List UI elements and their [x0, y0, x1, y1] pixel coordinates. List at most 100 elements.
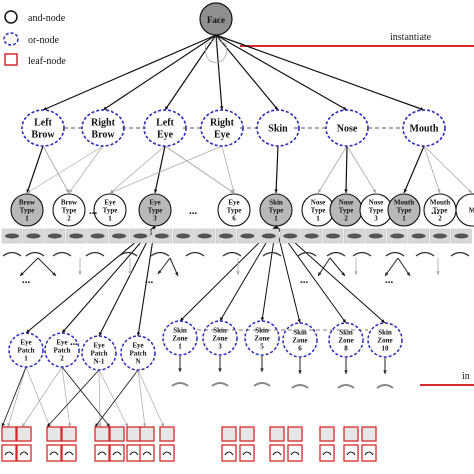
sketch-curve-1 [2, 251, 22, 257]
feature-thumbnail-7 [130, 228, 151, 244]
leaf-node-3 [46, 426, 62, 462]
or-node-nose-line-1: Nose [337, 124, 358, 135]
leaf-node-11 [239, 426, 255, 462]
feature-thumbnail-17 [344, 228, 365, 244]
zone-node-skin-zone-5-line-2: Zone [254, 334, 269, 342]
type-node-nose-type-3-line-1: Nose [369, 198, 383, 206]
legend: and-node or-node leaf-node [3, 10, 66, 67]
leaf-node-9 [159, 426, 175, 462]
feature-thumbnail-9 [172, 228, 194, 244]
feature-thumbnail-18 [365, 228, 387, 244]
patch-node-eye-patch-1-shape [8, 332, 44, 368]
ellipsis-1: ... [89, 205, 98, 217]
type-node-skin-type-1-line-3: 1 [274, 214, 278, 222]
zone-node-skin-zone-5-shape [244, 320, 280, 356]
feature-thumbnail-3 [44, 228, 66, 244]
leaf-node-4 [61, 426, 77, 462]
or-node-left-brow-line-1: Left [34, 118, 52, 129]
sketch-curve-2 [25, 251, 45, 257]
sketch-curve-9 [262, 251, 282, 257]
sketch-curve-5 [118, 251, 138, 257]
type-node-m-edge-line-1: M [469, 206, 474, 214]
or-node-skin-line-1: Skin [268, 124, 288, 135]
zone-node-skin-zone-10-shape [367, 322, 403, 358]
zone-node-skin-zone-10-line-1: Skin [378, 328, 392, 336]
patch-node-eye-patch-2-line-1: Eye [56, 338, 67, 346]
zone-node-skin-zone-10-line-2: Zone [377, 336, 392, 344]
sketch-curve-3 [52, 251, 72, 257]
patch-node-eye-patch-1-line-1: Eye [20, 338, 31, 346]
type-node-brow-type-1-line-2: Type [20, 206, 35, 214]
zone-node-skin-zone-5-line-1: Skin [255, 326, 269, 334]
patch-node-eye-patch-n-line-3: N [135, 357, 140, 365]
type-node-mouth-type-2-line-2: Type [433, 206, 448, 214]
type-node-eye-type-1-line-1: Eye [104, 198, 115, 206]
zone-sketch-1 [171, 382, 189, 387]
sketch-curve-13 [385, 251, 405, 257]
leaf-node-legend-icon [4, 53, 18, 66]
type-node-eye-type-6-line-1: Eye [228, 198, 239, 206]
sketch-curve-12 [352, 251, 372, 257]
zone-node-skin-zone-8-shape [328, 322, 364, 358]
or-node-left-eye-line-2: Eye [157, 130, 174, 141]
sketch-curve-6 [150, 251, 170, 257]
type-node-layer: BrowType1BrowType2EyeType1EyeType3EyeTyp… [10, 193, 474, 227]
zone-node-skin-zone-3-shape [202, 320, 238, 356]
patch-node-eye-patch-n-1-line-1: Eye [93, 341, 104, 349]
leaf-node-14 [319, 426, 335, 462]
type-node-skin-type-1-line-2: Type [269, 206, 284, 214]
or-node-nose: Nose [325, 109, 369, 147]
type-node-mouth-type-2-line-3: 2 [438, 214, 442, 222]
leaf-node-8 [139, 426, 155, 462]
feature-thumbnail-19 [386, 228, 408, 244]
feature-thumbnail-15 [301, 228, 322, 244]
zone-sketch-6 [376, 384, 394, 389]
feature-thumbnail-13 [258, 228, 280, 244]
type-node-mouth-type-1-line-2: Type [397, 206, 412, 214]
type-node-m-edge: M [455, 193, 474, 227]
type-node-nose-type-3-line-3: 3 [374, 214, 378, 222]
sketch-row [2, 251, 470, 277]
root-node-label: Face [207, 15, 225, 25]
zone-sketch-4 [291, 384, 309, 389]
type-node-skin-type-1-line-1: Skin [269, 198, 283, 206]
feature-image-strip [1, 228, 472, 244]
leaf-node-15 [343, 426, 359, 462]
zone-node-skin-zone-6-line-3: 6 [298, 344, 302, 352]
type-node-brow-type-2-line-2: Type [62, 206, 77, 214]
type-node-mouth-type-1-line-1: Mouth [394, 198, 414, 206]
zone-node-skin-zone-3-line-1: Skin [213, 326, 227, 334]
feature-thumbnail-22 [451, 228, 472, 244]
feature-thumbnail-12 [237, 228, 258, 244]
sketch-curve-10 [297, 251, 317, 257]
sketch-curve-14 [415, 251, 435, 257]
or-node-mouth: Mouth [402, 109, 446, 147]
type-node-brow-type-2-line-3: 2 [67, 214, 71, 222]
and-node-legend-icon [4, 10, 18, 24]
type-node-eye-type-1-line-2: Type [103, 206, 118, 214]
feature-thumbnail-14 [279, 228, 301, 244]
or-node-legend-icon [3, 32, 19, 46]
legend-and-node-label: and-node [28, 13, 66, 24]
zone-node-skin-zone-3-line-2: Zone [212, 334, 227, 342]
leaf-node-16 [361, 426, 377, 462]
sketch-curve-8 [222, 251, 242, 257]
patch-node-eye-patch-2-shape [44, 332, 80, 368]
ellipsis-5: ... [145, 274, 154, 286]
type-node-eye-type-1-circle [93, 193, 127, 227]
zone-node-skin-zone-6-line-2: Zone [292, 336, 307, 344]
type-node-eye-type-3-line-1: Eye [149, 198, 160, 206]
type-node-nose-type-2-line-3: 2 [344, 214, 348, 222]
type-node-eye-type-6-line-2: Type [227, 206, 242, 214]
